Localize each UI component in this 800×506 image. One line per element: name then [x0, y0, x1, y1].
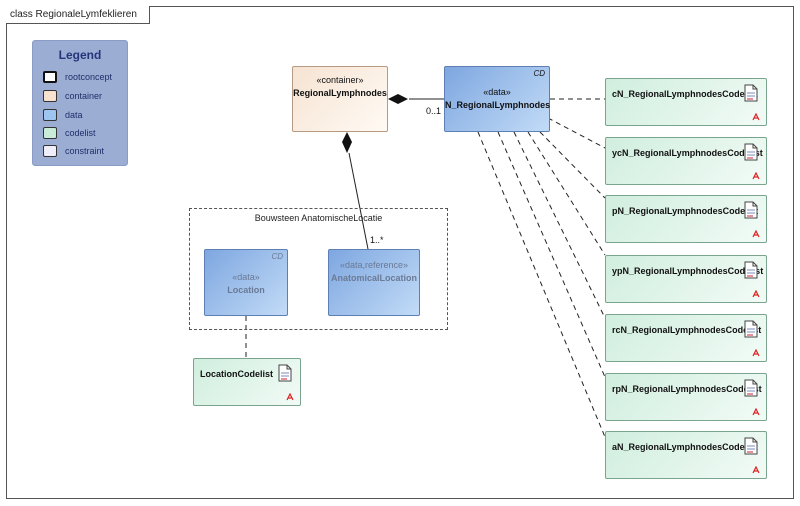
legend-item-container: container — [43, 90, 127, 104]
class-location[interactable]: CD «data» Location — [204, 249, 288, 316]
codelist-rpn[interactable]: rpN_RegionalLymphnodesCodelist — [605, 373, 767, 421]
class-anatomical-location[interactable]: «data,reference» AnatomicalLocation — [328, 249, 420, 316]
codelist-link-7 — [477, 131, 606, 438]
legend-label: rootconcept — [65, 72, 113, 82]
class-tag: CD — [533, 69, 545, 78]
class-tag: CD — [271, 252, 283, 261]
document-icon — [744, 320, 758, 338]
legend-panel: Legend rootconcept container data codeli… — [32, 40, 128, 166]
codelist-name: rcN_RegionalLymphnodesCodelist — [612, 325, 762, 335]
legend-swatch-constraint — [43, 145, 57, 157]
legend-swatch-container — [43, 90, 57, 102]
composition-n-diamond — [388, 94, 408, 104]
document-icon — [278, 364, 292, 382]
codelist-cn[interactable]: cN_RegionalLymphnodesCodelist — [605, 78, 767, 126]
legend-label: data — [65, 110, 83, 120]
codelist-link-5 — [513, 131, 606, 319]
document-icon — [744, 143, 758, 161]
legend-item-constraint: constraint — [43, 145, 127, 159]
legend-label: container — [65, 91, 103, 101]
class-stereotype: «data» — [483, 87, 511, 97]
diagram-title: class RegionaleLymfeklieren — [6, 6, 150, 24]
legend-swatch-rootconcept — [43, 71, 57, 83]
codelist-pn[interactable]: pN_RegionalLymphnodesCodelist — [605, 195, 767, 243]
wizard-icon — [752, 171, 760, 180]
legend-swatch-data — [43, 109, 57, 121]
codelist-name: rpN_RegionalLymphnodesCodelist — [612, 384, 762, 394]
class-name: AnatomicalLocation — [330, 273, 417, 283]
class-name: Location — [227, 285, 265, 295]
codelist-link-2 — [547, 117, 606, 149]
document-icon — [744, 201, 758, 219]
legend-item-codelist: codelist — [43, 127, 127, 141]
document-icon — [744, 437, 758, 455]
composition-anatomical-line — [348, 152, 369, 250]
package-title: Bouwsteen AnatomischeLocatie — [254, 213, 383, 223]
wizard-icon — [286, 392, 294, 401]
multiplicity-n: 0..1 — [426, 106, 442, 116]
class-name: N_RegionalLymphnodes — [445, 100, 551, 110]
document-icon — [744, 84, 758, 102]
codelist-links — [477, 98, 606, 438]
codelist-ypn[interactable]: ypN_RegionalLymphnodesCodelist — [605, 255, 767, 303]
document-icon — [744, 379, 758, 397]
codelist-ycn[interactable]: ycN_RegionalLymphnodesCodelist — [605, 137, 767, 185]
legend-swatch-codelist — [43, 127, 57, 139]
wizard-icon — [752, 348, 760, 357]
codelist-name: aN_RegionalLymphnodesCodelist — [612, 442, 758, 452]
legend-item-data: data — [43, 109, 127, 123]
wizard-icon — [752, 407, 760, 416]
wizard-icon — [752, 229, 760, 238]
package-bouwsteen-anatomische-locatie: Bouwsteen AnatomischeLocatie — [189, 208, 448, 330]
codelist-an[interactable]: aN_RegionalLymphnodesCodelist — [605, 431, 767, 479]
codelist-rcn[interactable]: rcN_RegionalLymphnodesCodelist — [605, 314, 767, 362]
class-n-regional-lymphnodes[interactable]: CD «data» N_RegionalLymphnodes — [444, 66, 550, 132]
codelist-name: ycN_RegionalLymphnodesCodelist — [612, 148, 763, 158]
codelist-name: pN_RegionalLymphnodesCodelist — [612, 206, 759, 216]
multiplicity-anatomical: 1..* — [370, 235, 384, 245]
legend-label: constraint — [65, 146, 105, 156]
class-stereotype: «data» — [232, 272, 260, 282]
codelist-name: cN_RegionalLymphnodesCodelist — [612, 89, 758, 99]
document-icon — [744, 261, 758, 279]
codelist-link-3 — [539, 131, 606, 199]
diagram-frame — [6, 6, 794, 499]
codelist-name: LocationCodelist — [200, 369, 274, 379]
class-regional-lymphnodes[interactable]: «container» RegionalLymphnodes — [292, 66, 388, 132]
legend-item-rootconcept: rootconcept — [43, 71, 127, 85]
legend-label: codelist — [65, 128, 96, 138]
class-stereotype: «container» — [316, 75, 364, 85]
composition-anatomical-diamond — [342, 132, 352, 153]
codelist-name: ypN_RegionalLymphnodesCodelist — [612, 266, 764, 276]
codelist-location[interactable]: LocationCodelist — [193, 358, 301, 406]
legend-title: Legend — [58, 48, 102, 62]
class-stereotype: «data,reference» — [339, 260, 409, 270]
wizard-icon — [752, 112, 760, 121]
wizard-icon — [752, 465, 760, 474]
codelist-link-4 — [527, 131, 606, 256]
wizard-icon — [752, 289, 760, 298]
class-name: RegionalLymphnodes — [293, 88, 387, 98]
